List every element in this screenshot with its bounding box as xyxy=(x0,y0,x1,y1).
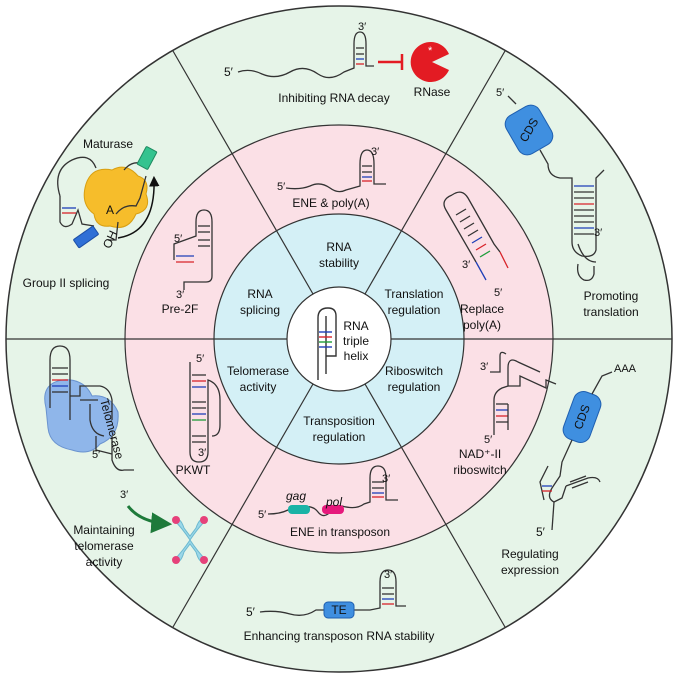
center-label-2: triple xyxy=(343,334,369,348)
inhibiting-decay-structure xyxy=(237,31,374,79)
replace-polya-5prime: 5′ xyxy=(494,287,502,299)
inner-label-transposition-1: Transposition xyxy=(303,414,375,428)
exon-blue xyxy=(73,225,99,249)
inner-label-riboswitch-1: Riboswitch xyxy=(385,364,443,378)
sector-dividers xyxy=(6,50,672,628)
telomerase-3prime: 3′ xyxy=(120,489,128,501)
pol-label: pol xyxy=(325,495,342,509)
ene-transposon-label: ENE in transposon xyxy=(290,525,390,539)
inhibiting-decay-5prime: 5′ xyxy=(224,65,234,79)
inner-label-transposition-2: regulation xyxy=(313,430,366,444)
inhibit-arrow xyxy=(378,54,404,70)
pkwt-label: PKWT xyxy=(176,463,211,477)
te-box xyxy=(323,601,355,619)
inner-label-stability-1: RNA xyxy=(326,240,351,254)
regulating-expression-structure xyxy=(539,371,613,531)
adenosine-label: A xyxy=(106,203,114,217)
pkwt-5prime: 5′ xyxy=(196,353,204,365)
replace-polya-label-1: Replace xyxy=(460,302,504,316)
splicing-arrow xyxy=(117,175,160,239)
promoting-translation-structure xyxy=(507,95,605,282)
rnase-icon xyxy=(410,41,449,82)
regulating-expression-label-2: expression xyxy=(501,563,559,577)
regulating-cds-box xyxy=(562,391,602,443)
pre2f-label: Pre-2F xyxy=(162,302,199,316)
nad-riboswitch-label-1: NAD⁺-II xyxy=(459,447,501,461)
enhancing-transposon-structure xyxy=(259,569,406,616)
nad-riboswitch-3prime: 3′ xyxy=(480,361,488,373)
inner-label-splicing-2: splicing xyxy=(240,303,280,317)
inhibiting-decay-label: Inhibiting RNA decay xyxy=(278,91,389,105)
triple-helix-icon xyxy=(317,307,337,380)
te-label: TE xyxy=(331,603,346,617)
ene-transposon-3prime: 3′ xyxy=(382,473,390,485)
nad-riboswitch-5prime: 5′ xyxy=(484,434,492,446)
center-circle xyxy=(286,286,392,392)
pol-box xyxy=(322,505,344,514)
ene-polya-5prime: 5′ xyxy=(277,181,285,193)
gag-box xyxy=(288,505,310,514)
replace-polya-structure xyxy=(443,191,509,281)
telomerase-5prime: 5′ xyxy=(92,449,100,461)
regulating-5prime: 5′ xyxy=(536,525,546,539)
pkwt-structure xyxy=(189,362,221,463)
pre2f-5prime: 5′ xyxy=(174,233,182,245)
pre2f-3prime: 3′ xyxy=(176,289,184,301)
oh-label: OH xyxy=(100,228,120,250)
inner-label-stability-2: stability xyxy=(319,256,359,270)
gag-label: gag xyxy=(286,489,306,503)
enhancing-transposon-label: Enhancing transposon RNA stability xyxy=(244,629,435,643)
promoting-3prime: 3′ xyxy=(594,227,602,239)
group2-label: Group II splicing xyxy=(23,276,110,290)
pre2f-structure xyxy=(173,209,213,290)
rnase-star: * xyxy=(428,45,433,57)
inner-label-telomerase-1: Telomerase xyxy=(227,364,289,378)
maturase-blob xyxy=(83,166,149,228)
center-label-3: helix xyxy=(344,349,369,363)
pkwt-3prime: 3′ xyxy=(198,447,206,459)
replace-polya-label-2: poly(A) xyxy=(463,318,501,332)
promoting-cds-box xyxy=(504,104,554,156)
chromosome-icon xyxy=(172,516,208,564)
telomere-arrow xyxy=(126,505,173,534)
rnase-label: RNase xyxy=(414,85,451,99)
inhibiting-decay-3prime: 3′ xyxy=(358,21,366,33)
regulating-expression-label-1: Regulating xyxy=(501,547,558,561)
ene-polya-structure xyxy=(285,149,386,193)
inner-label-telomerase-2: activity xyxy=(240,380,277,394)
nad-riboswitch-structure xyxy=(490,351,557,435)
inner-label-splicing-1: RNA xyxy=(247,287,272,301)
ene-polya-3prime: 3′ xyxy=(371,146,379,158)
promoting-translation-label-1: Promoting xyxy=(584,289,639,303)
exon-green xyxy=(136,146,158,170)
aaa-label: AAA xyxy=(614,363,637,375)
center-label-1: RNA xyxy=(343,319,368,333)
maturase-label: Maturase xyxy=(83,137,133,151)
ene-polya-label: ENE & poly(A) xyxy=(292,196,369,210)
maintaining-label-3: activity xyxy=(86,555,123,569)
inner-label-riboswitch-2: regulation xyxy=(388,380,441,394)
ene-transposon-5prime: 5′ xyxy=(258,509,266,521)
maintaining-label-1: Maintaining xyxy=(73,523,134,537)
inner-label-translation-2: regulation xyxy=(388,303,441,317)
maintaining-label-2: telomerase xyxy=(74,539,134,553)
inner-label-translation-1: Translation xyxy=(385,287,444,301)
nad-riboswitch-label-2: riboswitch xyxy=(453,463,506,477)
telomerase-rna-structure xyxy=(49,345,134,471)
replace-polya-3prime: 3′ xyxy=(462,259,470,271)
enhancing-5prime: 5′ xyxy=(246,605,256,619)
promoting-5prime: 5′ xyxy=(496,87,504,99)
group2-intron-structure xyxy=(57,156,147,241)
promoting-translation-label-2: translation xyxy=(583,305,638,319)
enhancing-3prime: 3′ xyxy=(384,569,392,581)
